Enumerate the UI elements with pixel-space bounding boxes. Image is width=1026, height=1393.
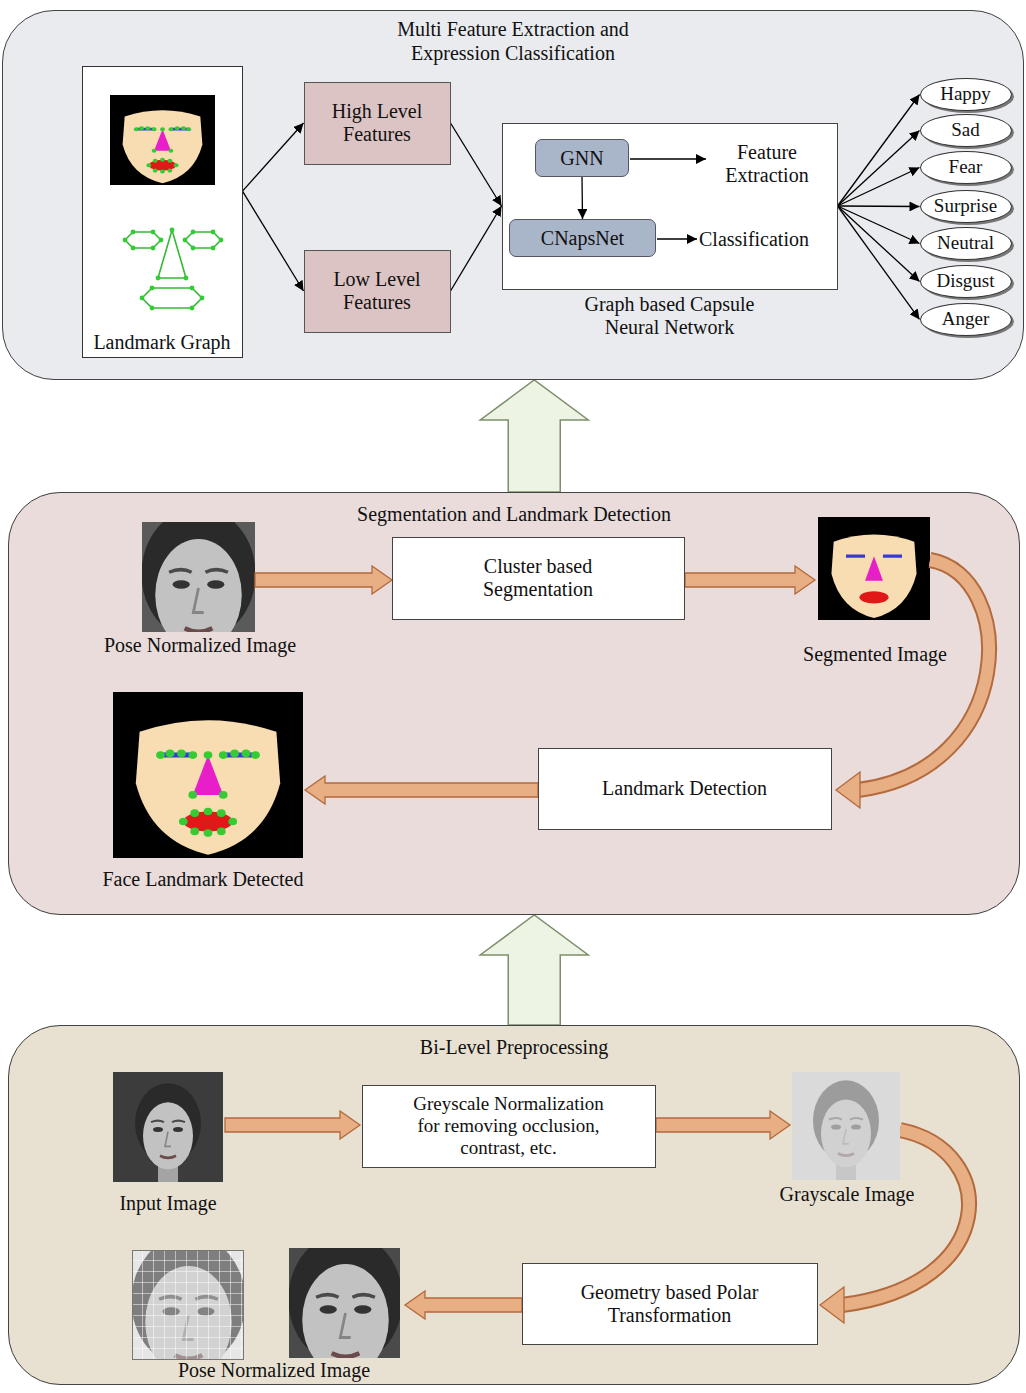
node-text: Segmentation and Landmark Detection <box>9 502 1019 526</box>
node-text: Fear <box>949 157 983 178</box>
face-photo <box>142 522 255 632</box>
flow-arrow <box>581 177 583 219</box>
node-text: Graph based Capsule Neural Network <box>570 293 770 339</box>
curved-arrow-head <box>820 772 860 1323</box>
node-text: Happy <box>940 84 991 105</box>
box-fill <box>502 123 838 290</box>
flow-arrow <box>243 191 304 291</box>
stage-arrow <box>480 380 588 492</box>
process-arrow <box>225 566 815 1319</box>
image-caption: Pose Normalized Image <box>70 634 330 657</box>
node-text: Landmark Graph <box>93 330 230 354</box>
flow-arrow <box>451 123 502 206</box>
class-oval: Anger <box>920 303 1012 336</box>
grid-face <box>132 1250 244 1360</box>
node-text: Cluster based Segmentation <box>438 555 638 601</box>
class-oval: Neutral <box>920 227 1012 260</box>
feature-box: Low Level Features <box>304 250 451 333</box>
flow-arrow <box>838 94 920 206</box>
landmark-face <box>113 692 303 858</box>
graph-vertices <box>123 228 224 311</box>
node-text: CNapsNet <box>541 227 624 250</box>
flow-arrow <box>838 206 920 281</box>
flow-arrow <box>838 130 920 206</box>
module-box: GNN <box>535 139 629 177</box>
landmark-face <box>110 95 215 185</box>
flow-arrow <box>838 206 920 243</box>
node-text: Neutral <box>937 233 994 254</box>
class-oval: Happy <box>920 78 1012 111</box>
segmented-face <box>818 517 930 620</box>
node-text: Bi-Level Preprocessing <box>9 1035 1019 1059</box>
panel-fill <box>8 1025 1020 1385</box>
image-caption: Face Landmark Detected <box>73 868 333 891</box>
node-text: Multi Feature Extraction and Expression … <box>363 17 663 65</box>
node-text: Surprise <box>934 196 997 217</box>
node-text: Geometry based Polar Transformation <box>565 1281 775 1327</box>
flow-arrow <box>838 205 920 207</box>
process-box: Cluster based Segmentation <box>392 537 685 620</box>
stage-panel: Segmentation and Landmark DetectionClust… <box>8 492 1020 915</box>
face-photo <box>792 1072 900 1180</box>
face-photo <box>289 1248 400 1358</box>
image-caption: Pose Normalized Image <box>144 1359 404 1382</box>
class-oval: Surprise <box>920 190 1012 223</box>
process-box: Greyscale Normalization for removing occ… <box>362 1085 656 1168</box>
class-oval: Fear <box>920 151 1012 184</box>
module-box: CNapsNet <box>509 219 656 257</box>
output-label: Feature Extraction <box>712 141 822 187</box>
feature-box: High Level Features <box>304 82 451 165</box>
node-text: High Level Features <box>317 100 437 146</box>
flow-arrow <box>838 167 920 206</box>
class-oval: Disgust <box>920 265 1012 298</box>
node-text: GNN <box>560 147 603 170</box>
flow-arrow <box>243 123 304 191</box>
node-text: Anger <box>942 309 989 330</box>
panel-fill <box>8 492 1020 915</box>
stage-panel: Multi Feature Extraction and Expression … <box>2 10 1024 380</box>
landmark-graph <box>125 230 221 308</box>
node-text: Disgust <box>936 271 994 292</box>
flow-arrow <box>838 206 920 319</box>
image-caption: Segmented Image <box>745 643 1005 666</box>
flow-arrow <box>451 206 502 291</box>
face-photo <box>113 1072 223 1182</box>
panel-fill <box>2 10 1024 380</box>
stage-arrow <box>480 915 588 1025</box>
process-box: Geometry based Polar Transformation <box>522 1263 818 1345</box>
node-text: Sad <box>951 120 980 141</box>
process-box: Landmark Detection <box>538 748 832 830</box>
node-text: Low Level Features <box>317 268 437 314</box>
node-text: Landmark Detection <box>602 777 767 800</box>
node-text: Greyscale Normalization for removing occ… <box>406 1093 611 1159</box>
landmark-graph-box: Landmark Graph <box>82 66 243 358</box>
box-fill <box>82 66 243 358</box>
image-caption: Grayscale Image <box>717 1183 977 1206</box>
image-caption: Input Image <box>38 1192 298 1215</box>
class-oval: Sad <box>920 114 1012 147</box>
output-label: Classification <box>699 228 819 251</box>
